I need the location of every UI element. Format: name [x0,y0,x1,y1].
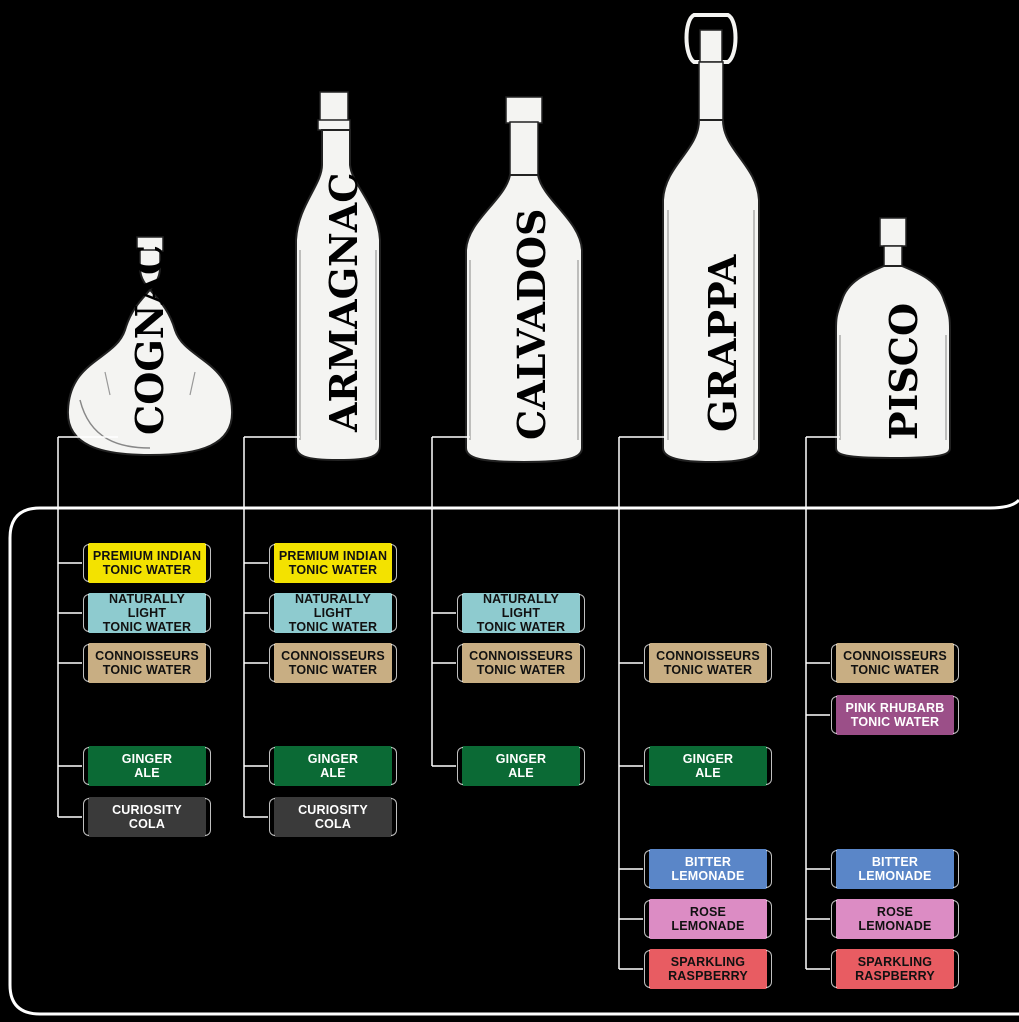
bottle-label: PISCO [881,303,926,440]
bottle-grappa: GRAPPA [663,15,759,462]
mixer-label: GINGER ALE [308,752,359,780]
mixer-label: BITTER LEMONADE [671,855,744,883]
mixer-label: CURIOSITY COLA [112,803,182,831]
mixer-label: ROSE LEMONADE [858,905,931,933]
mixer-tag: CONNOISSEURS TONIC WATER [88,643,206,683]
mixer-label: GINGER ALE [496,752,547,780]
mixer-tag: CURIOSITY COLA [88,797,206,837]
mixer-tag: NATURALLY LIGHT TONIC WATER [88,593,206,633]
mixer-tag: PINK RHUBARB TONIC WATER [836,695,954,735]
mixer-label: ROSE LEMONADE [671,905,744,933]
mixer-label: GINGER ALE [122,752,173,780]
mixer-label: GINGER ALE [683,752,734,780]
mixer-label: BITTER LEMONADE [858,855,931,883]
bottle-label: COGNAC [127,245,172,435]
mixer-label: PINK RHUBARB TONIC WATER [846,701,945,729]
mixer-tag: ROSE LEMONADE [836,899,954,939]
mixer-tag: CURIOSITY COLA [274,797,392,837]
mixer-label: CONNOISSEURS TONIC WATER [656,649,760,677]
mixer-label: PREMIUM INDIAN TONIC WATER [93,549,201,577]
mixer-tag: SPARKLING RASPBERRY [649,949,767,989]
mixer-tag: GINGER ALE [274,746,392,786]
mixer-tag: CONNOISSEURS TONIC WATER [274,643,392,683]
mixer-tag: PREMIUM INDIAN TONIC WATER [88,543,206,583]
mixer-label: NATURALLY LIGHT TONIC WATER [274,592,392,634]
bottle-pisco: PISCO [836,218,950,458]
mixer-tag: NATURALLY LIGHT TONIC WATER [462,593,580,633]
mixer-label: NATURALLY LIGHT TONIC WATER [88,592,206,634]
mixer-tag: CONNOISSEURS TONIC WATER [836,643,954,683]
bottle-armagnac: ARMAGNAC [296,92,380,460]
mixer-tag: GINGER ALE [462,746,580,786]
mixer-tag: BITTER LEMONADE [836,849,954,889]
mixer-label: SPARKLING RASPBERRY [855,955,935,983]
mixer-label: PREMIUM INDIAN TONIC WATER [279,549,387,577]
bottle-label: GRAPPA [700,254,745,432]
mixer-tag: ROSE LEMONADE [649,899,767,939]
bottle-label: ARMAGNAC [321,172,366,433]
mixer-label: NATURALLY LIGHT TONIC WATER [462,592,580,634]
mixer-label: CONNOISSEURS TONIC WATER [843,649,947,677]
mixer-label: CONNOISSEURS TONIC WATER [95,649,199,677]
mixer-tag: GINGER ALE [649,746,767,786]
mixer-tag: GINGER ALE [88,746,206,786]
mixer-tag: SPARKLING RASPBERRY [836,949,954,989]
connector-lines [58,437,840,969]
mixer-tag: CONNOISSEURS TONIC WATER [649,643,767,683]
mixer-tag: PREMIUM INDIAN TONIC WATER [274,543,392,583]
mixer-label: SPARKLING RASPBERRY [668,955,748,983]
mixer-tag: NATURALLY LIGHT TONIC WATER [274,593,392,633]
bottle-label: CALVADOS [509,209,554,440]
mixer-label: CONNOISSEURS TONIC WATER [469,649,573,677]
mixer-label: CONNOISSEURS TONIC WATER [281,649,385,677]
mixer-label: CURIOSITY COLA [298,803,368,831]
bottle-calvados: CALVADOS [466,97,582,462]
bottle-cognac: COGNAC [68,237,232,455]
mixer-tag: CONNOISSEURS TONIC WATER [462,643,580,683]
mixer-tag: BITTER LEMONADE [649,849,767,889]
